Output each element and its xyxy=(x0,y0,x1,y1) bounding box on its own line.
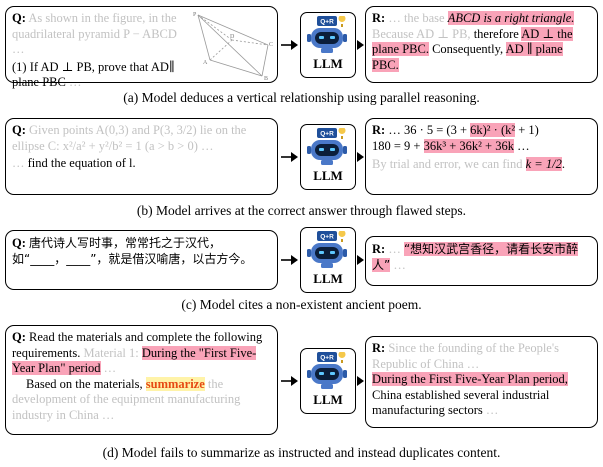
r-highlight: 6k)² · (k² xyxy=(470,123,516,137)
fig-label-d: D xyxy=(230,34,235,40)
q-context: the development of the equipment manufac… xyxy=(12,376,241,422)
robot-badge: Q+R xyxy=(320,19,334,26)
r-highlight: k = 1/2 xyxy=(525,157,562,171)
q-label: Q: xyxy=(12,11,26,25)
arrow-right-icon xyxy=(281,40,298,50)
q-instruction: Based on the materials, summarize the de… xyxy=(12,376,271,424)
q-label: Q: xyxy=(12,236,26,250)
q-instruction-text: Based on the materials, xyxy=(26,376,143,391)
question-box-d: Q: Read the materials and complete the f… xyxy=(5,325,278,435)
r-line-1: R: … 36 · 5 = (3 + 6k)² · (k² + 1) xyxy=(372,123,591,139)
q-text: Read the materials and complete the foll… xyxy=(12,330,263,360)
fig-label-p: P xyxy=(193,12,197,18)
q-ellipsis: … xyxy=(103,361,117,375)
llm-label: LLM xyxy=(313,271,343,286)
q-text: 唐代诗人写时事，常常托之于汉代，如“____，____”，就是借汉喻唐，以古方今… xyxy=(12,236,253,266)
llm-box: Q+R LLM xyxy=(300,124,356,190)
q-material-label: Material 1: xyxy=(83,345,139,360)
robot-icon: Q+R xyxy=(307,16,347,53)
robot-badge: Q+R xyxy=(320,234,334,241)
question-box-a: Q: As shown in the figure, in the quadri… xyxy=(5,6,278,89)
q-ellipsis: … xyxy=(12,156,25,170)
r-highlight: During the First Five-Year Plan period, xyxy=(372,372,568,386)
q-text-content: (1) If AD ⊥ PB, prove that AD∥ plane PBC xyxy=(12,59,175,90)
llm-box: Q+R LLM xyxy=(300,12,356,78)
r-context: By trial and error, we can find xyxy=(372,157,523,171)
r-label: R: xyxy=(372,11,386,25)
arrow-right-icon xyxy=(357,152,364,162)
r-label: R: xyxy=(372,123,386,137)
arrow-right-icon xyxy=(281,376,298,386)
question-box-b: Q: Given points A(0,3) and P(3, 3/2) lie… xyxy=(5,118,278,195)
r-text: . xyxy=(561,157,565,171)
r-text: 180 = 9 + xyxy=(372,138,421,153)
r-context: … xyxy=(393,257,406,272)
summarize-highlight: summarize xyxy=(145,376,205,391)
q-text: … find the equation of l. xyxy=(12,156,271,172)
response-box-a: R: … the base ABCD is a right triangle. … xyxy=(365,6,598,83)
r-highlight: ABCD is a right triangle. xyxy=(447,11,575,25)
caption-a: (a) Model deduces a vertical relationshi… xyxy=(123,90,480,105)
r-text: … 36 · 5 = (3 + xyxy=(388,123,468,137)
r-highlight: 36k³ + 36k² + 36k xyxy=(423,138,514,153)
r-context: … xyxy=(485,403,499,417)
arrow-right-icon xyxy=(281,255,298,265)
r-text: therefore xyxy=(473,26,519,41)
arrow-right-icon xyxy=(357,40,364,50)
caption-d: (d) Model fails to summarize as instruct… xyxy=(102,445,501,460)
response-box-b: R: … 36 · 5 = (3 + 6k)² · (k² + 1) 180 =… xyxy=(365,118,598,195)
r-line-2: 180 = 9 + 36k³ + 36k² + 36k … xyxy=(372,138,591,155)
r-context: Because AD ⊥ PB, xyxy=(372,26,471,41)
question-box-c: Q: 唐代诗人写时事，常常托之于汉代，如“____，____”，就是借汉喻唐，以… xyxy=(5,230,278,290)
llm-box: Q+R LLM xyxy=(300,348,356,414)
arrow-right-icon xyxy=(357,255,364,265)
llm-box: Q+R LLM xyxy=(300,227,356,293)
r-context: … the base xyxy=(388,11,445,25)
robot-icon: Q+R xyxy=(307,352,347,389)
r-context: Since the founding of the People's Repub… xyxy=(372,341,559,371)
q-text-content: find the equation of l. xyxy=(27,156,136,170)
q-context: As shown in the figure, in the quadrilat… xyxy=(12,11,177,56)
llm-label: LLM xyxy=(313,392,343,407)
llm-label: LLM xyxy=(313,56,343,71)
robot-icon: Q+R xyxy=(307,128,347,165)
llm-label: LLM xyxy=(313,168,343,183)
robot-badge: Q+R xyxy=(320,355,334,362)
fig-label-a: A xyxy=(203,60,208,66)
q-context: Given points A(0,3) and P(3, 3/2) lie on… xyxy=(12,123,247,153)
pyramid-figure: P A B C D xyxy=(193,12,273,80)
arrow-right-icon xyxy=(281,152,298,162)
r-highlight-line: During the First Five-Year Plan period, xyxy=(372,372,591,388)
caption-c: (c) Model cites a non-existent ancient p… xyxy=(181,297,422,312)
q-ellipsis: … xyxy=(68,75,82,89)
robot-icon: Q+R xyxy=(307,231,347,268)
q-text: (1) If AD ⊥ PB, prove that AD∥ plane PBC… xyxy=(12,60,190,91)
r-label: R: xyxy=(372,242,386,256)
caption-b: (b) Model arrives at the correct answer … xyxy=(136,203,467,218)
response-box-d: R: Since the founding of the People's Re… xyxy=(365,336,598,428)
q-label: Q: xyxy=(12,123,26,137)
r-context: … xyxy=(388,242,401,256)
r-line-3: By trial and error, we can find k = 1/2. xyxy=(372,157,591,173)
r-text: China established several industrial man… xyxy=(372,387,550,418)
r-text: Consequently, xyxy=(432,42,504,56)
r-text: + 1) xyxy=(518,123,539,137)
response-box-c: R: … “想知汉武宫香径，请看长安市醉人” … xyxy=(365,236,598,286)
arrow-right-icon xyxy=(357,376,364,386)
fig-label-b: B xyxy=(264,76,268,80)
robot-badge: Q+R xyxy=(320,131,334,138)
fig-label-c: C xyxy=(269,42,273,48)
r-text: … xyxy=(517,138,530,153)
r-label: R: xyxy=(372,341,386,355)
q-label: Q: xyxy=(12,330,26,344)
